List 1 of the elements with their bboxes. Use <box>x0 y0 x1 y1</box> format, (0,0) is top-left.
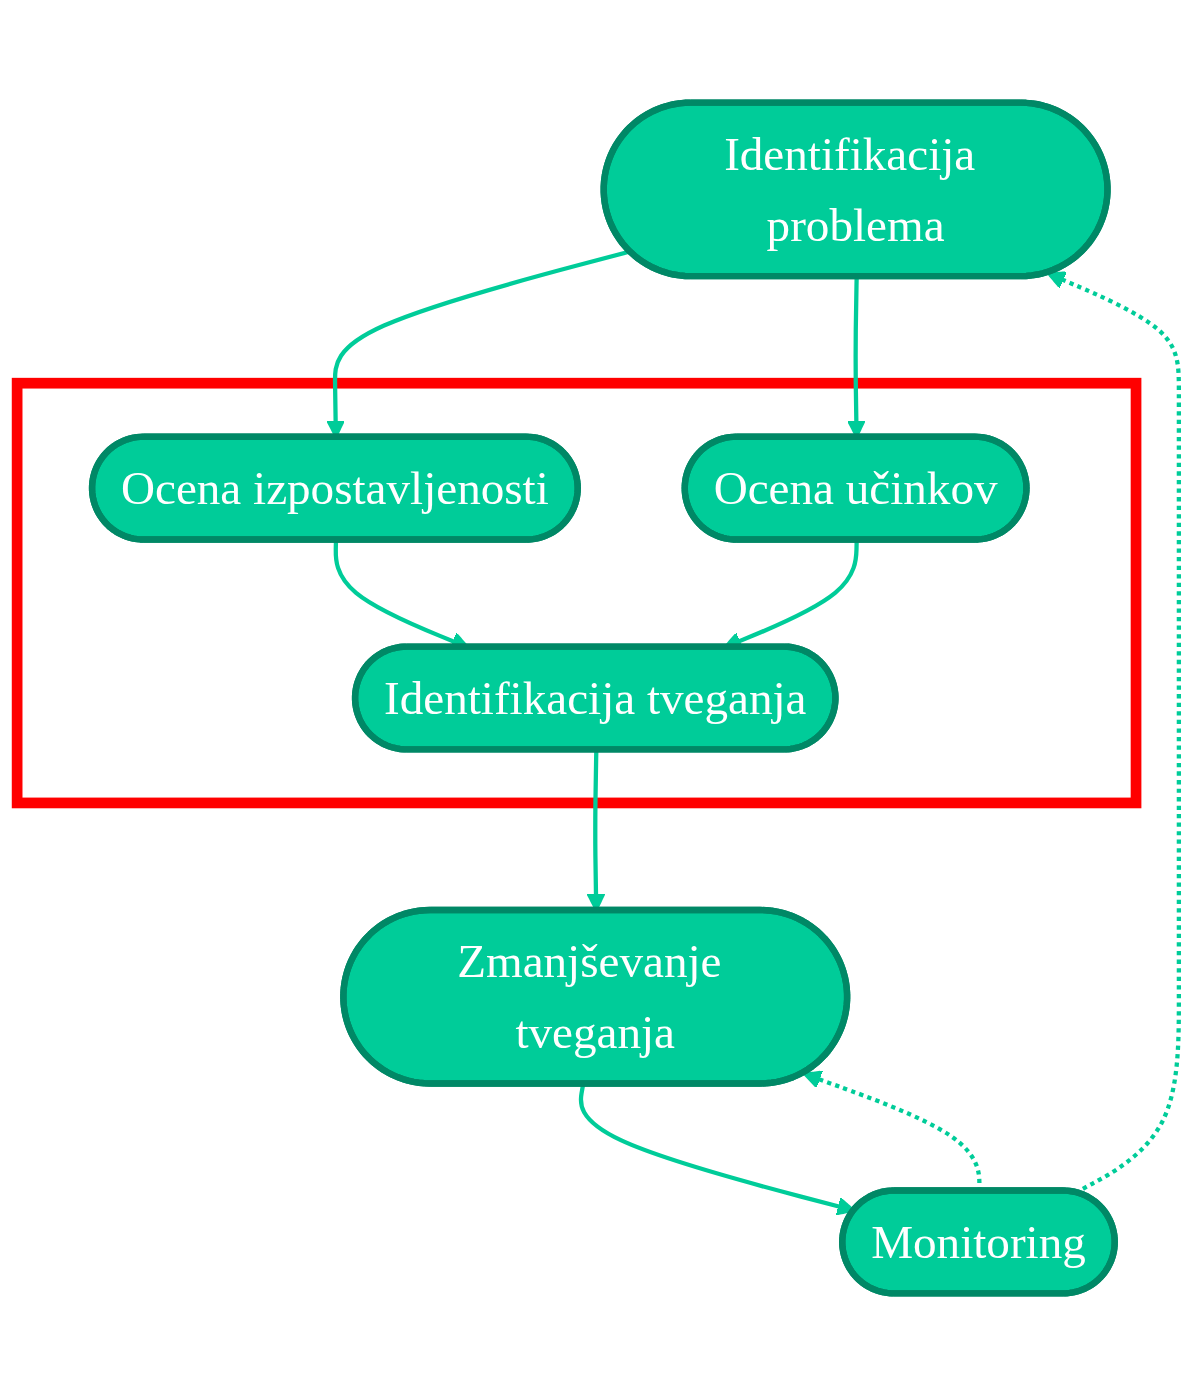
cluster <box>11 377 1142 809</box>
